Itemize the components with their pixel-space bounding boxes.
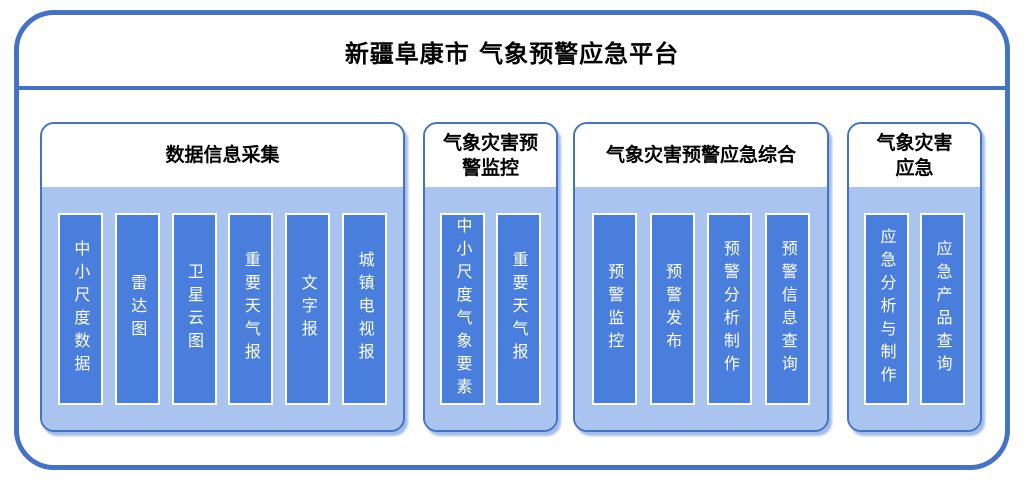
module-label: 重要天气报 [241,251,261,366]
panel-body: 中小尺度气象要素 重要天气报 [425,187,556,430]
panel-header: 数据信息采集 [42,124,403,187]
panel-header: 气象灾害预警应急综合 [575,124,827,187]
module-bar: 城镇电视报 [342,212,388,405]
module-bar: 预警监控 [591,212,637,405]
title-row: 新疆阜康市 气象预警应急平台 [19,15,1005,87]
module-label: 预警信息查询 [778,239,798,378]
module-label: 中小尺度数据 [71,239,91,378]
module-bar: 应急分析与制作 [864,212,909,405]
module-bar: 重要天气报 [496,212,541,405]
module-label: 预警发布 [663,262,683,355]
module-bar: 中小尺度数据 [57,212,103,405]
panel-header: 气象灾害 应急 [849,124,980,187]
module-bar: 重要天气报 [228,212,274,405]
module-label: 应急分析与制作 [877,228,897,389]
module-label: 重要天气报 [509,251,529,366]
panel-header: 气象灾害预 警监控 [425,124,556,187]
module-label: 预警分析制作 [720,239,740,378]
module-label: 应急产品查询 [933,239,953,378]
module-label: 雷达图 [128,274,148,343]
module-bar: 预警发布 [649,212,695,405]
module-bar: 文字报 [285,212,331,405]
panel-1: 数据信息采集中小尺度数据 雷达图 卫星云图 重要天气报 文字报 城镇电视报 [40,122,405,432]
module-label: 卫星云图 [185,262,205,355]
panel-body: 预警监控 预警发布 预警分析制作 预警信息查询 [575,187,827,430]
panel-body: 中小尺度数据 雷达图 卫星云图 重要天气报 文字报 城镇电视报 [42,187,403,430]
module-label: 预警监控 [605,262,625,355]
title-divider [19,86,1005,90]
module-bar: 卫星云图 [171,212,217,405]
panel-2: 气象灾害预 警监控中小尺度气象要素 重要天气报 [423,122,558,432]
diagram-title: 新疆阜康市 气象预警应急平台 [344,39,680,68]
panel-3: 气象灾害预警应急综合预警监控 预警发布 预警分析制作 预警信息查询 [573,122,829,432]
module-bar: 雷达图 [114,212,160,405]
module-bar: 预警信息查询 [765,212,811,405]
module-label: 城镇电视报 [355,251,375,366]
module-bar: 应急产品查询 [920,212,965,405]
outer-frame: 新疆阜康市 气象预警应急平台 数据信息采集中小尺度数据 雷达图 卫星云图 重要天气报 文… [14,10,1010,470]
module-bar: 中小尺度气象要素 [440,212,485,405]
module-label: 文字报 [298,274,318,343]
panel-4: 气象灾害 应急应急分析与制作 应急产品查询 [847,122,982,432]
module-label: 中小尺度气象要素 [453,216,473,401]
module-bar: 预警分析制作 [707,212,753,405]
panel-body: 应急分析与制作 应急产品查询 [849,187,980,430]
panels: 数据信息采集中小尺度数据 雷达图 卫星云图 重要天气报 文字报 城镇电视报 气象灾害预 警监… [19,15,1005,465]
